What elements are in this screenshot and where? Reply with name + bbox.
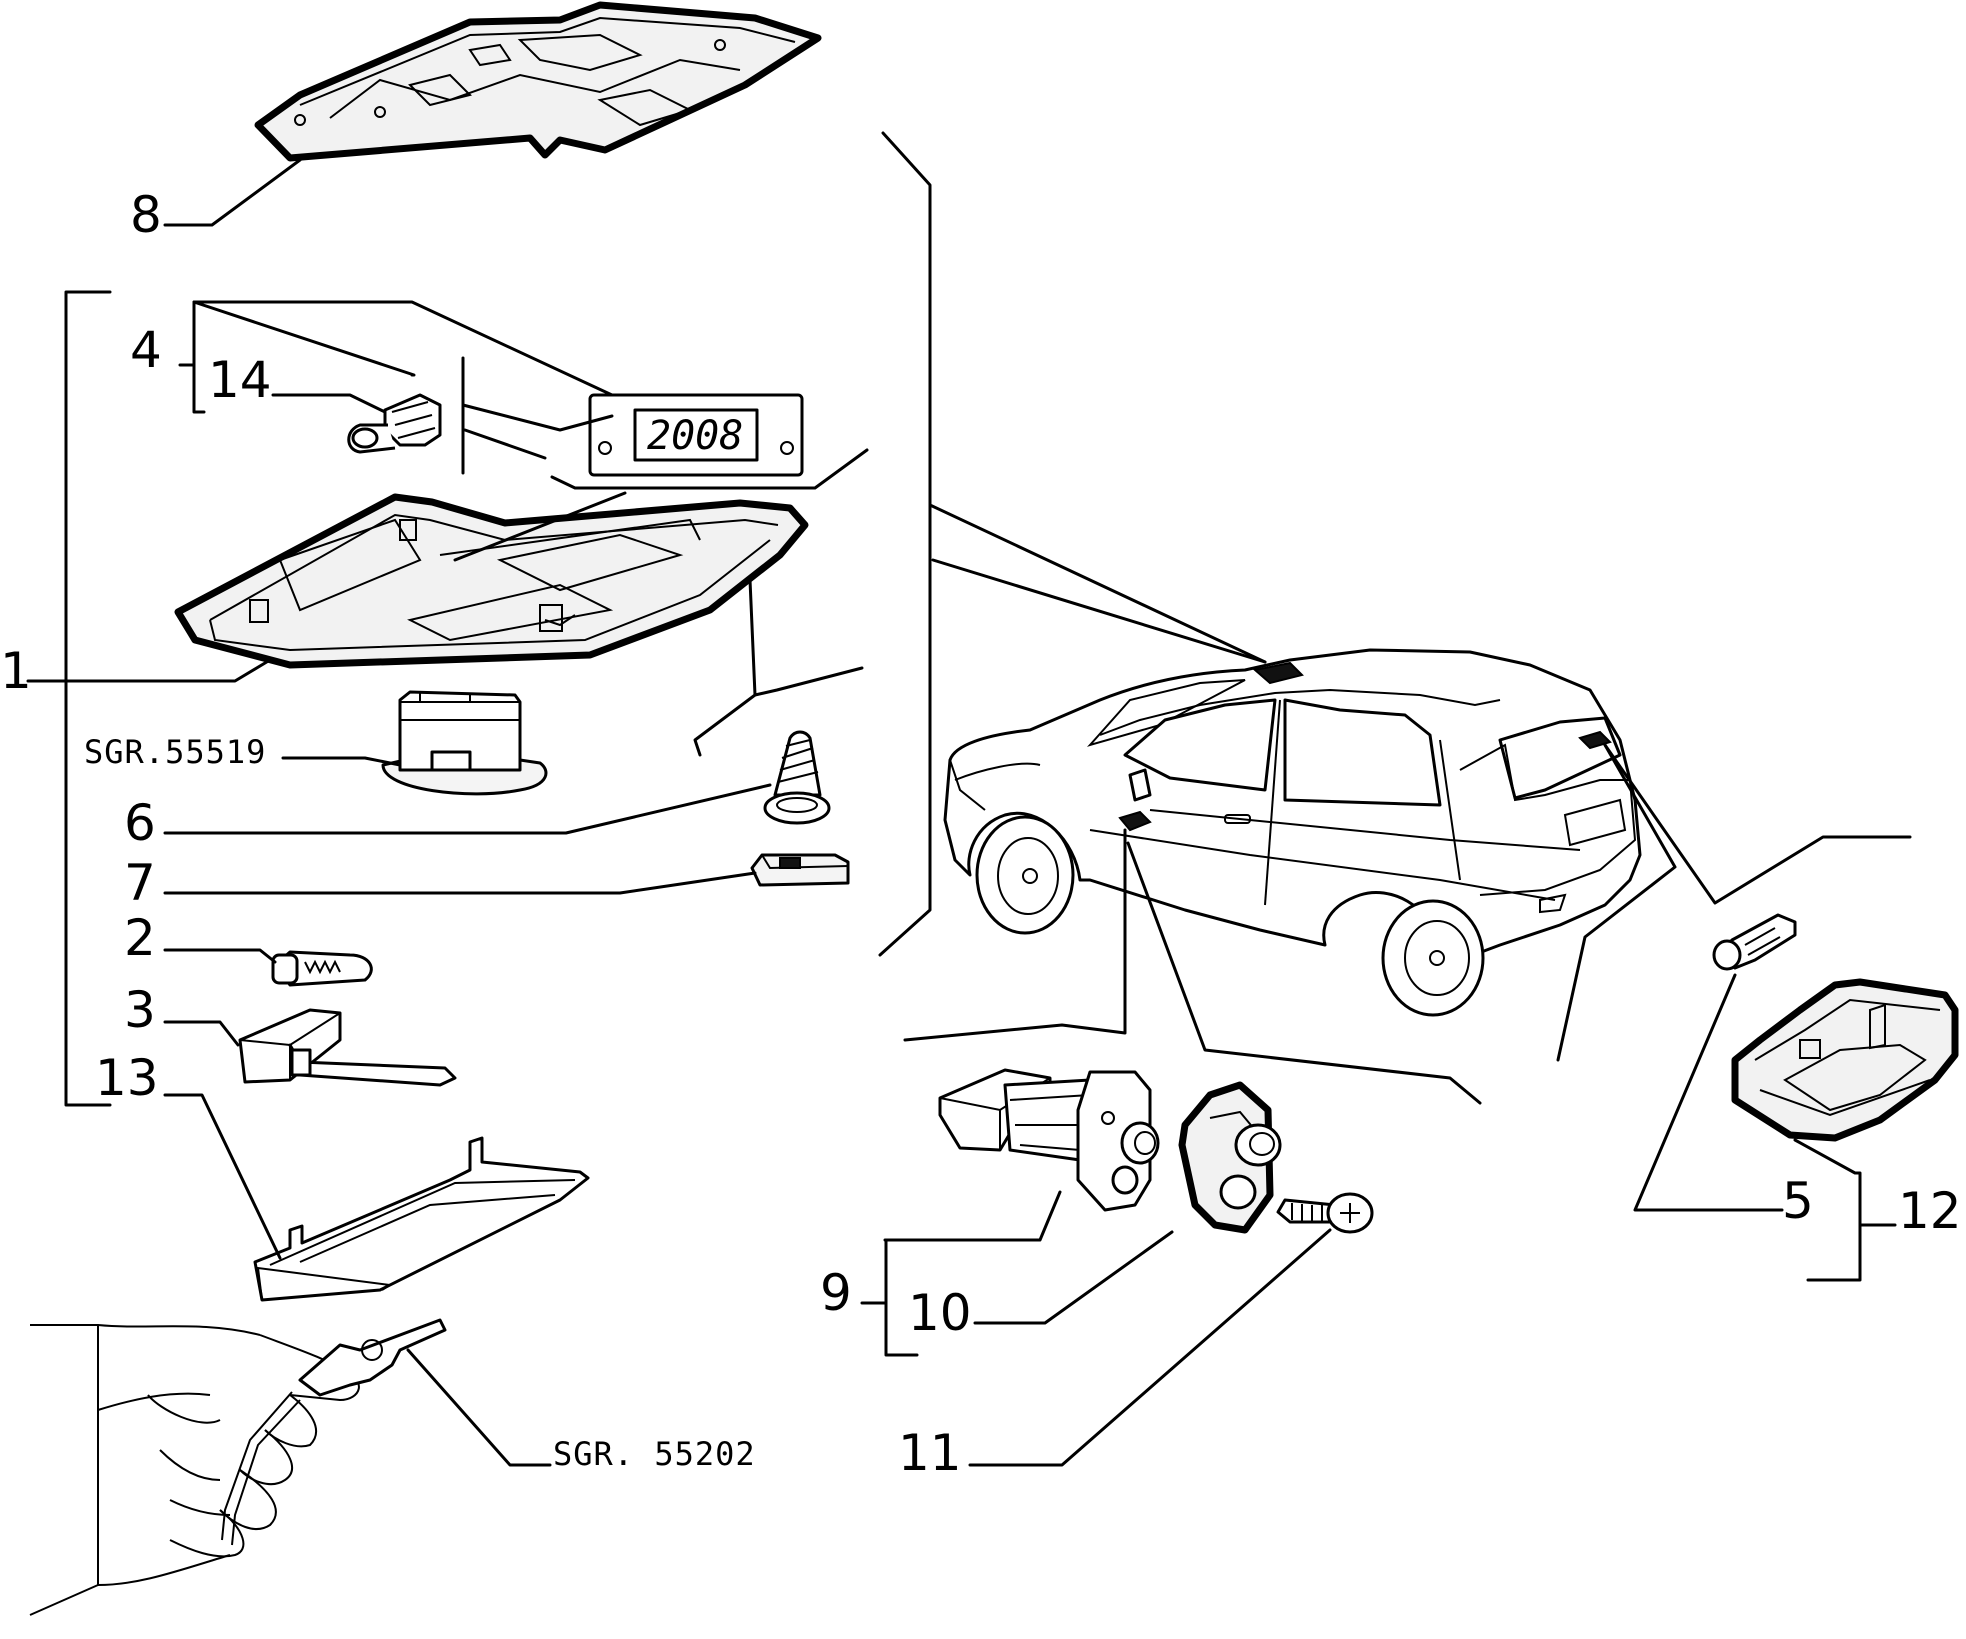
hand-with-key-illustration: [29, 1318, 447, 1616]
leader-5: [1633, 973, 1784, 1212]
callout-10: 10: [908, 1284, 972, 1342]
leader-10: [973, 1230, 1174, 1325]
connector-roof-lamp-b: [878, 503, 932, 957]
leader-9-to-part: [883, 1190, 1062, 1242]
bulb-part-5: [1712, 913, 1797, 971]
callout-3: 3: [124, 981, 156, 1039]
connector-door-switch-b: [1126, 841, 1482, 1105]
leader-1: [26, 658, 272, 683]
callout-6: 6: [124, 794, 156, 852]
screw-part-11: [1276, 1192, 1374, 1234]
leader-8: [163, 158, 302, 227]
clip-part-7: [750, 853, 850, 887]
digital-clock-part-4: 2008: [588, 393, 804, 477]
leader-4: [192, 300, 614, 397]
leader-11: [968, 1228, 1332, 1467]
bracket-group-1: [64, 290, 112, 1107]
leader-3: [163, 1020, 240, 1047]
callout-12: 12: [1898, 1182, 1962, 1240]
door-switch-part-9: [938, 1068, 1160, 1212]
cut-line-b: [461, 403, 614, 432]
bulb-socket-tool: [381, 690, 548, 796]
car-illustration: [943, 648, 1642, 1017]
callout-8: 8: [130, 186, 162, 244]
callout-13: 13: [95, 1049, 159, 1107]
cut-line-c: [463, 428, 547, 460]
callout-4: 4: [130, 321, 162, 379]
roof-lamp-housing-part-8: [254, 1, 822, 162]
cut-line-f: [693, 693, 757, 757]
switch-lever-part-3: [238, 1008, 457, 1087]
connector-roof-lamp: [881, 131, 1267, 664]
rubber-boot-part-10: [1178, 1081, 1282, 1234]
callout-5: 5: [1782, 1172, 1814, 1230]
bulb-part-2: [271, 950, 373, 987]
lens-cover-part-13: [253, 1136, 590, 1302]
code-sgr-55519: SGR.55519: [84, 733, 266, 771]
clock-display-readout: 2008: [647, 413, 743, 459]
connector-boot-lamp-b: [1603, 743, 1912, 905]
cut-line-d: [550, 448, 869, 490]
leader-7: [163, 871, 757, 895]
leader-6: [163, 783, 772, 835]
bracket-group-9: [884, 1238, 919, 1357]
roof-lamp-body-part-1: [174, 491, 809, 669]
leader-14: [271, 393, 387, 414]
bulb-holder-part-14: [347, 393, 442, 454]
connector-door-switch-a: [903, 828, 1127, 1042]
leader-sgr-55202: [406, 1348, 552, 1467]
code-sgr-55202: SGR. 55202: [553, 1435, 756, 1473]
callout-9: 9: [820, 1264, 852, 1322]
cut-line-e: [748, 578, 864, 697]
callout-11: 11: [898, 1424, 962, 1482]
leader-sgr-55519: [281, 756, 402, 767]
callout-1: 1: [0, 642, 32, 700]
screw-part-6: [763, 730, 831, 825]
callout-2: 2: [124, 909, 156, 967]
leader-13: [163, 1093, 282, 1260]
callout-7: 7: [124, 854, 156, 912]
connector-door-top: [931, 558, 1267, 664]
connector-boot-lamp-a: [1556, 743, 1677, 1062]
boot-lamp-housing-part-12: [1731, 978, 1959, 1142]
leader-12-part: [1793, 1138, 1862, 1282]
callout-14: 14: [208, 351, 272, 409]
leader-2: [163, 948, 277, 964]
